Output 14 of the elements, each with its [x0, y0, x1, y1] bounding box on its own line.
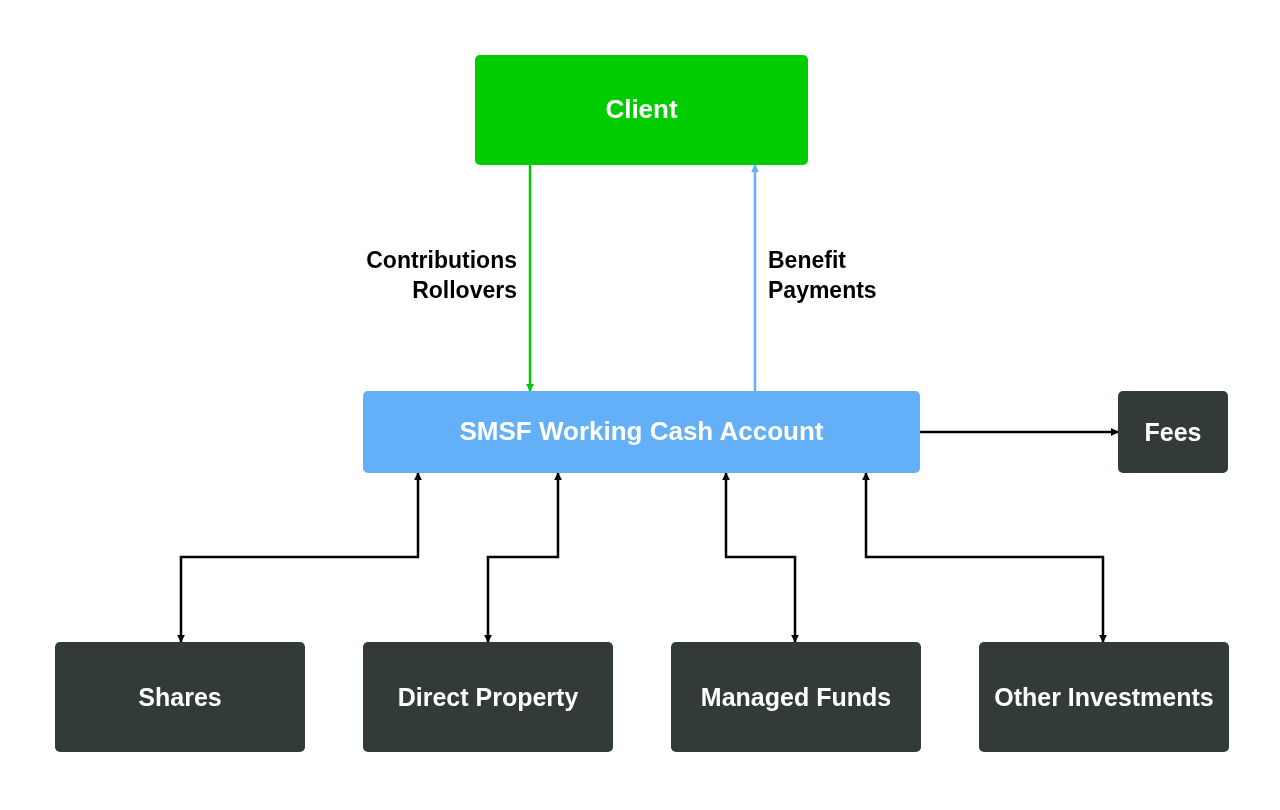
arrow: [484, 472, 562, 643]
arrow: [722, 472, 799, 643]
arrow: [526, 165, 534, 392]
account-bar: SMSF Working Cash Account: [363, 391, 920, 473]
process-box: Other Investments: [979, 642, 1229, 752]
arrow: [751, 164, 759, 391]
process-box: Client: [475, 55, 808, 165]
arrow: [177, 472, 422, 643]
process-box: Direct Property: [363, 642, 613, 752]
process-box: Shares: [55, 642, 305, 752]
process-box: Fees: [1118, 391, 1228, 473]
arrow: [920, 428, 1119, 436]
process-box: Managed Funds: [671, 642, 921, 752]
arrow: [862, 472, 1107, 643]
